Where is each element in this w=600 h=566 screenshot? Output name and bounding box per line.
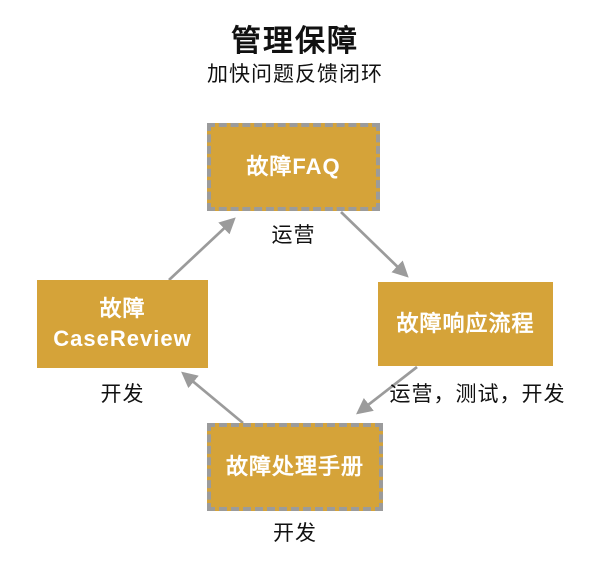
page-title: 管理保障	[231, 25, 359, 58]
node-fault-faq[interactable]: 故障FAQ	[207, 123, 380, 211]
role-label-casereview: 开发	[100, 383, 145, 406]
role-label-faq: 运营	[271, 224, 316, 247]
node-fault-casereview-label-line2: CaseReview	[53, 326, 192, 351]
node-fault-handbook[interactable]: 故障处理手册	[207, 423, 383, 511]
node-fault-casereview-label-line1: 故障	[99, 296, 146, 322]
role-label-handbook: 开发	[273, 522, 317, 545]
node-fault-response-label: 故障响应流程	[396, 311, 535, 337]
arrow-response-to-handbook	[356, 365, 418, 415]
arrow-faq-to-response	[340, 211, 409, 278]
arrow-handbook-to-casereview	[181, 371, 244, 425]
page-subtitle: 加快问题反馈闭环	[207, 63, 383, 86]
node-fault-faq-label: 故障FAQ	[246, 154, 341, 180]
node-fault-response[interactable]: 故障响应流程	[378, 282, 553, 366]
node-fault-handbook-label: 故障处理手册	[225, 454, 364, 480]
role-label-response: 运营，测试，开发	[389, 383, 566, 406]
node-fault-casereview[interactable]: 故障 CaseReview	[37, 280, 208, 368]
arrow-casereview-to-faq	[168, 217, 236, 281]
